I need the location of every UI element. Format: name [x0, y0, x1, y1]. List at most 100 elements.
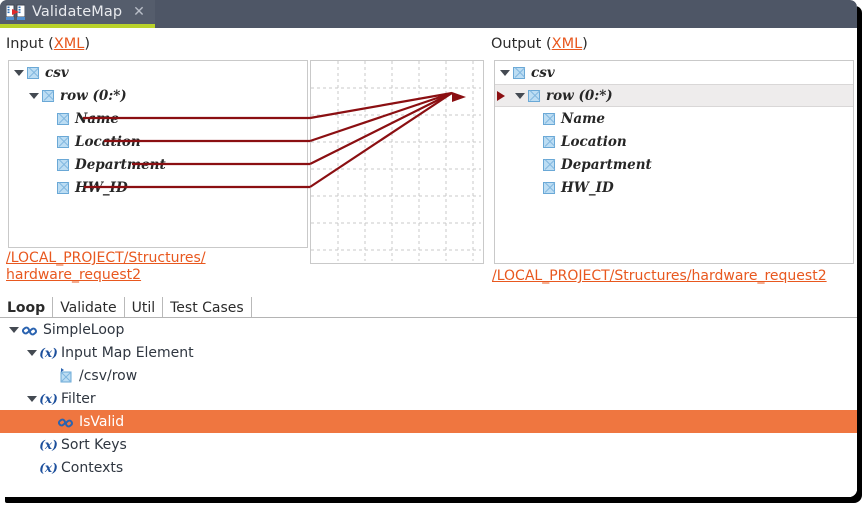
element-checkbox-icon[interactable]: [528, 89, 540, 102]
output-tree-item-row[interactable]: Name: [495, 107, 853, 130]
expression-icon: (x): [39, 460, 58, 475]
input-tree-item-label: csv: [45, 64, 69, 81]
input-tree-item-row[interactable]: row (0:*): [9, 84, 307, 107]
tab-loop[interactable]: Loop: [0, 297, 54, 318]
output-tree-item-label: HW_ID: [561, 179, 614, 196]
tab-validatemap[interactable]: ValidateMap ✕: [0, 0, 155, 28]
output-tree-item-row[interactable]: row (0:*): [495, 84, 853, 107]
loop-tree-row-label: Sort Keys: [61, 436, 127, 453]
loop-tree-row-label: IsValid: [79, 413, 125, 430]
tab-title-label: ValidateMap: [32, 4, 123, 20]
tree-spacer: [26, 462, 37, 473]
tree-spacer: [529, 159, 540, 170]
input-xml-link[interactable]: XML: [53, 36, 85, 52]
output-label-suffix: ): [582, 36, 588, 52]
node-icon: [58, 368, 74, 383]
loop-tree-row[interactable]: SimpleLoop: [0, 318, 857, 341]
tree-spacer: [529, 136, 540, 147]
input-tree-item-label: HW_ID: [75, 179, 128, 196]
input-panel-label: Input (XML): [6, 36, 90, 52]
output-tree-item-row[interactable]: HW_ID: [495, 176, 853, 199]
output-tree-item-row[interactable]: Department: [495, 153, 853, 176]
map-document-icon: [5, 4, 26, 21]
chain-icon: [21, 323, 38, 337]
input-label-suffix: ): [84, 36, 91, 52]
tab-validate[interactable]: Validate: [53, 297, 125, 318]
tab-util[interactable]: Util: [125, 297, 164, 318]
loop-tree-row[interactable]: (x)Contexts: [0, 456, 857, 479]
input-tree-item-label: Department: [75, 156, 166, 173]
element-checkbox-icon[interactable]: [543, 112, 555, 125]
input-structure-path-link[interactable]: /LOCAL_PROJECT/Structures/hardware_reque…: [6, 250, 296, 284]
input-tree-item-row[interactable]: csv: [9, 61, 307, 84]
output-label-prefix: Output (: [491, 36, 552, 52]
element-checkbox-icon[interactable]: [543, 158, 555, 171]
input-tree-item-label: Name: [75, 110, 119, 127]
loop-tree-row-label: Filter: [61, 390, 96, 407]
output-tree-item-label: Name: [561, 110, 605, 127]
loop-tree[interactable]: SimpleLoop(x)Input Map Element/csv/row(x…: [0, 318, 857, 497]
element-checkbox-icon[interactable]: [57, 135, 69, 148]
loop-tree-row[interactable]: (x)Filter: [0, 387, 857, 410]
loop-tree-row-label: Input Map Element: [61, 344, 194, 361]
element-checkbox-icon[interactable]: [543, 181, 555, 194]
element-checkbox-icon[interactable]: [543, 135, 555, 148]
tree-spacer: [43, 113, 54, 124]
tree-spacer: [529, 182, 540, 193]
tree-spacer: [43, 182, 54, 193]
output-tree-item-row[interactable]: csv: [495, 61, 853, 84]
close-icon[interactable]: ✕: [133, 4, 145, 20]
chevron-down-icon[interactable]: [28, 90, 39, 101]
input-path-line-2: hardware_request2: [6, 267, 142, 283]
loop-tree-row-label: SimpleLoop: [43, 321, 125, 338]
mapping-target-arrow-icon: [497, 91, 505, 101]
element-checkbox-icon[interactable]: [27, 66, 39, 79]
output-panel-label: Output (XML): [491, 36, 588, 52]
tree-spacer: [43, 159, 54, 170]
tab-test-cases[interactable]: Test Cases: [163, 297, 252, 318]
input-path-line-1: /LOCAL_PROJECT/Structures/: [6, 250, 206, 266]
input-tree-item-row[interactable]: HW_ID: [9, 176, 307, 199]
loop-tree-row[interactable]: (x)Input Map Element: [0, 341, 857, 364]
mapping-canvas[interactable]: [310, 60, 484, 264]
input-tree-item-label: Location: [75, 133, 141, 150]
tree-spacer: [44, 416, 55, 427]
chevron-down-icon[interactable]: [514, 90, 525, 101]
input-tree-item-row[interactable]: Location: [9, 130, 307, 153]
loop-tree-row[interactable]: /csv/row: [0, 364, 857, 387]
chevron-down-icon[interactable]: [13, 67, 24, 78]
expression-icon: (x): [39, 391, 58, 406]
element-checkbox-icon[interactable]: [42, 89, 54, 102]
title-bar: ValidateMap ✕: [0, 0, 857, 28]
element-checkbox-icon[interactable]: [57, 181, 69, 194]
tree-spacer: [26, 439, 37, 450]
input-tree-item-row[interactable]: Department: [9, 153, 307, 176]
element-checkbox-icon[interactable]: [57, 158, 69, 171]
output-tree-item-label: Department: [561, 156, 652, 173]
loop-tree-row[interactable]: IsValid: [0, 410, 857, 433]
loop-tree-row-label: Contexts: [61, 459, 124, 476]
output-tree-item-label: row (0:*): [546, 87, 613, 104]
chain-icon: [57, 415, 74, 429]
chevron-down-icon[interactable]: [26, 393, 37, 404]
input-tree-item-row[interactable]: Name: [9, 107, 307, 130]
application-window: ValidateMap ✕ Input (XML) Output (XML) c…: [0, 0, 857, 497]
output-tree-item-label: Location: [561, 133, 627, 150]
expression-icon: (x): [39, 345, 58, 360]
output-structure-path-link[interactable]: /LOCAL_PROJECT/Structures/hardware_reque…: [492, 268, 827, 284]
chevron-down-icon[interactable]: [26, 347, 37, 358]
element-checkbox-icon[interactable]: [57, 112, 69, 125]
loop-tree-row[interactable]: (x)Sort Keys: [0, 433, 857, 456]
chevron-down-icon[interactable]: [499, 67, 510, 78]
element-checkbox-icon[interactable]: [513, 66, 525, 79]
output-xml-link[interactable]: XML: [551, 36, 583, 52]
tree-spacer: [43, 136, 54, 147]
output-tree-item-row[interactable]: Location: [495, 130, 853, 153]
chevron-down-icon[interactable]: [8, 324, 19, 335]
output-tree-item-label: csv: [531, 64, 555, 81]
